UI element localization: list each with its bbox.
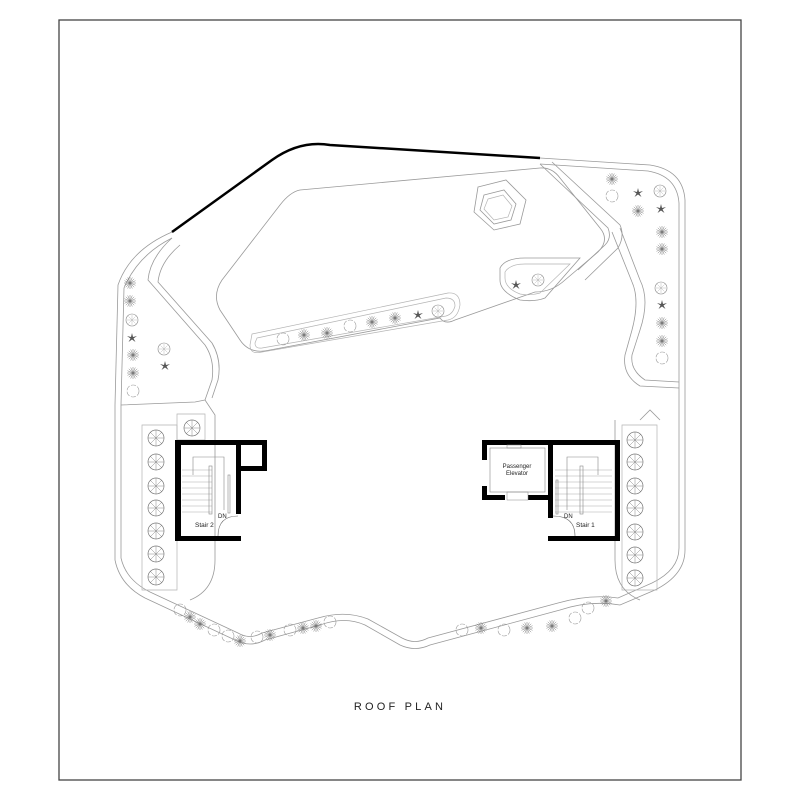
elevator-car (489, 447, 546, 493)
drawing-title: ROOF PLAN (354, 701, 446, 713)
elevator-label-line1: Passenger (503, 464, 532, 470)
shrubs (123, 172, 669, 648)
elevator-label-line2: Elevator (506, 471, 528, 477)
direction-label-stair-2: DN (218, 514, 227, 520)
central-deck (147, 161, 680, 401)
trees-right (626, 431, 644, 587)
sheet-frame (58, 19, 742, 781)
stair-1-label: Stair 1 (576, 522, 595, 529)
direction-label-stair-1: DN (564, 514, 573, 520)
right-planter-strip (614, 409, 661, 601)
stair-2-core: DN Stair 2 (175, 440, 267, 541)
stair-2-label: Stair 2 (195, 522, 214, 529)
stair-1-core: Passenger Elevator DN Stair 1 (482, 440, 620, 541)
roof-outline (114, 142, 686, 649)
